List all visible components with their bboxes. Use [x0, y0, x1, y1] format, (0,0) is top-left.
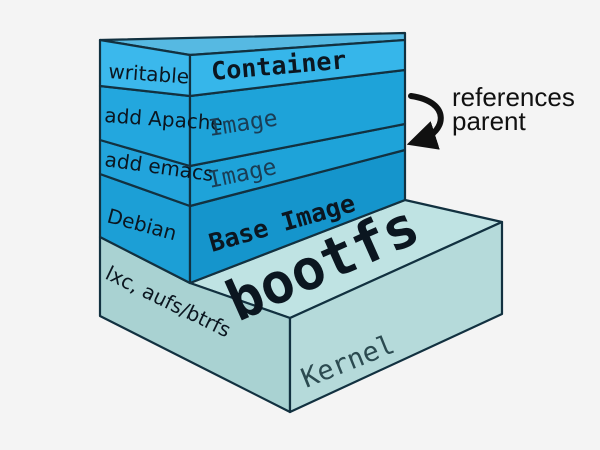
writable-label: writable: [108, 59, 190, 89]
references-label: references: [452, 82, 575, 112]
kernel-front-face: [288, 220, 504, 414]
container-front-face: [188, 38, 407, 98]
layer-container: [98, 31, 407, 98]
references-parent-annotation: references parent: [406, 82, 575, 150]
kernel-block: [98, 198, 504, 414]
layer-apache-image: [98, 68, 407, 168]
curved-arrow-icon: [406, 93, 444, 150]
parent-label: parent: [452, 106, 526, 136]
layer-base-image: [98, 148, 407, 285]
